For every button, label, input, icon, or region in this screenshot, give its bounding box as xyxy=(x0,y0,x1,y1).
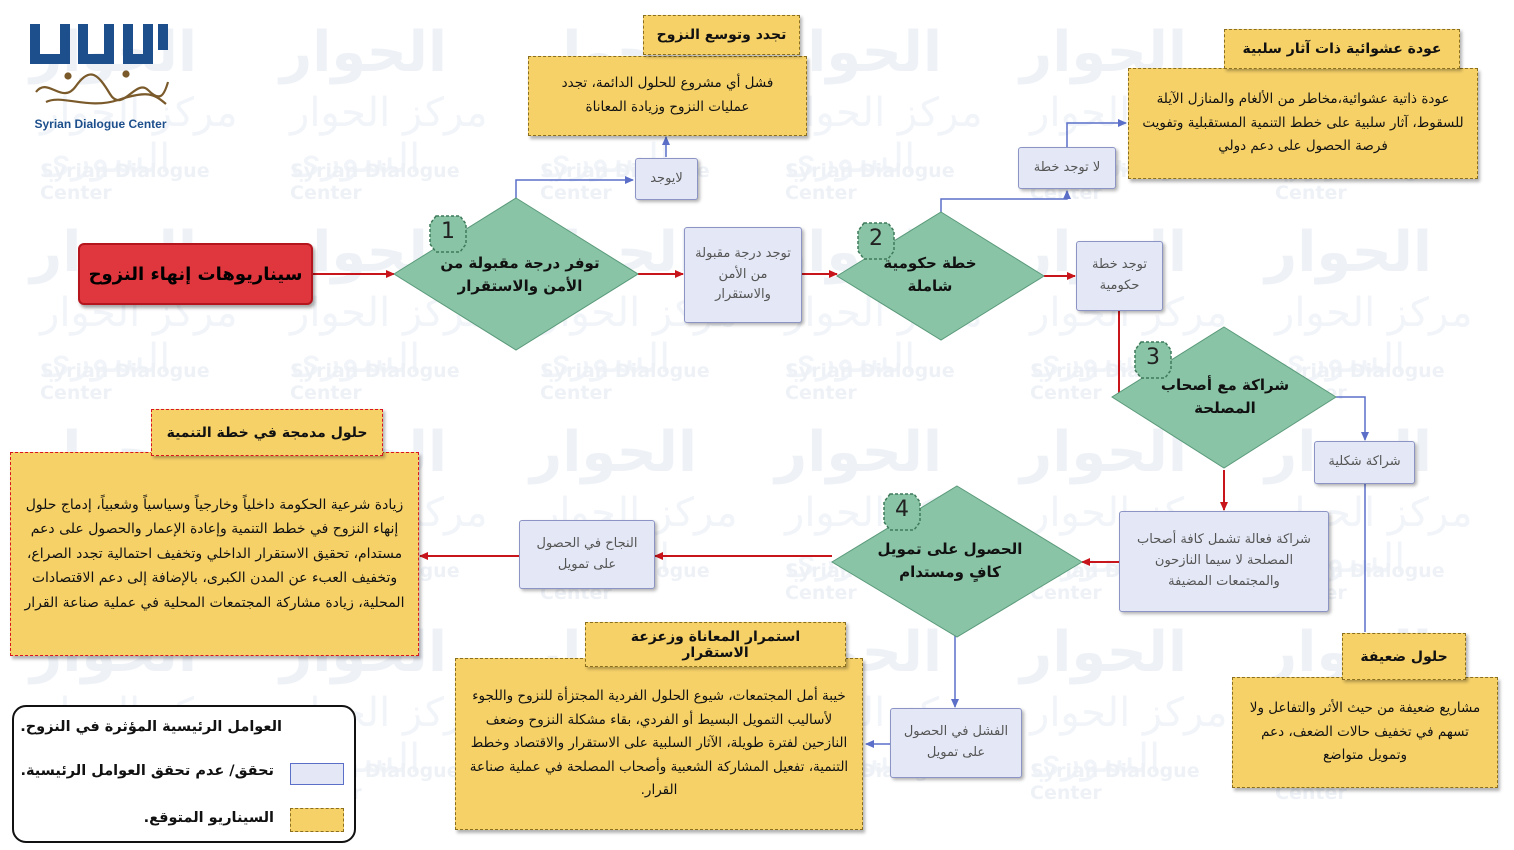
scenario-weak-title: حلول ضعيفة xyxy=(1342,633,1466,680)
start-node: سيناريوهات إنهاء النزوح xyxy=(78,243,313,305)
logo-english-name: Syrian Dialogue Center xyxy=(34,117,167,131)
legend-scenario-label: السيناريو المتوقع. xyxy=(143,810,274,826)
scenario-integrated-text: زيادة شرعية الحكومة داخلياً وخارجياً وسي… xyxy=(10,452,419,656)
condition-no-security: لايوجد xyxy=(635,158,698,200)
scenario-weak-text: مشاريع ضعيفة من حيث الأثر والتفاعل ولا ت… xyxy=(1232,677,1498,788)
factor-2-number: 2 xyxy=(869,226,883,251)
arrow-factor1-to-none xyxy=(515,176,634,207)
condition-security-yes: توجد درجة مقبولة من الأمن والاستقرار xyxy=(684,227,802,323)
factor-4-diamond xyxy=(831,485,1083,638)
legend-condition-swatch xyxy=(290,763,344,785)
factor-4-label: الحصول على تمويل كافٍ ومستدام xyxy=(877,539,1023,581)
logo-mark xyxy=(30,24,170,105)
factor-4-badge xyxy=(883,493,921,531)
factor-3-badge xyxy=(1134,341,1172,379)
legend-conditions-label: تحقق/ عدم تحقق العوامل الرئيسية. xyxy=(20,763,274,779)
condition-plan-yes: توجد خطة حكومية xyxy=(1076,241,1163,311)
condition-partner-effective: شراكة فعالة تشمل كافة أصحاب المصلحة لا س… xyxy=(1119,511,1329,612)
factor-4-number: 4 xyxy=(895,497,909,522)
factor-1-label: توفر درجة مقبولة من الأمن والاستقرار xyxy=(440,253,600,295)
factor-3-label: شراكة مع أصحاب المصلحة xyxy=(1160,375,1290,417)
scenario-random-return-title: عودة عشوائية ذات آثار سلبية xyxy=(1224,29,1460,69)
legend-scenario-swatch xyxy=(290,808,344,832)
scenario-renewed-title: تجدد وتوسع النزوح xyxy=(643,15,800,55)
scenario-continued-title: استمرار المعاناة وزعزعة الاستقرار xyxy=(585,622,846,667)
factor-1-number: 1 xyxy=(441,219,455,244)
factor-2-badge xyxy=(857,222,895,260)
arrow-plan-to-factor3 xyxy=(1114,310,1123,401)
arrow-noplan-to-random xyxy=(1066,119,1127,147)
arrow-factor3-to-formal xyxy=(1336,396,1369,441)
scenario-random-return-text: عودة ذاتية عشوائية،مخاطر من الألغام والم… xyxy=(1128,68,1478,179)
condition-funding-fail: الفشل في الحصول على تمويل xyxy=(890,708,1022,778)
scenario-renewed-text: فشل أي مشروع للحلول الدائمة، تجدد عمليات… xyxy=(528,56,807,136)
condition-funding-success: النجاح في الحصول على تمويل xyxy=(519,520,655,589)
factor-3-number: 3 xyxy=(1146,345,1160,370)
legend: العوامل الرئيسية المؤثرة في النزوح. تحقق… xyxy=(12,705,356,843)
scenario-integrated-title: حلول مدمجة في خطة التنمية xyxy=(151,409,383,456)
factor-1-badge xyxy=(429,215,467,253)
factor-2-label: خطة حكومية شاملة xyxy=(883,253,977,295)
legend-factors-label: العوامل الرئيسية المؤثرة في النزوح. xyxy=(20,719,282,735)
arrow-factor2-to-noplan xyxy=(940,190,1071,214)
condition-no-plan: لا توجد خطة xyxy=(1018,147,1116,189)
logo: Syrian Dialogue Center xyxy=(28,14,173,134)
scenario-continued-text: خيبة أمل المجتمعات، شيوع الحلول الفردية … xyxy=(455,658,863,830)
condition-partner-formal: شراكة شكلية xyxy=(1314,441,1415,484)
